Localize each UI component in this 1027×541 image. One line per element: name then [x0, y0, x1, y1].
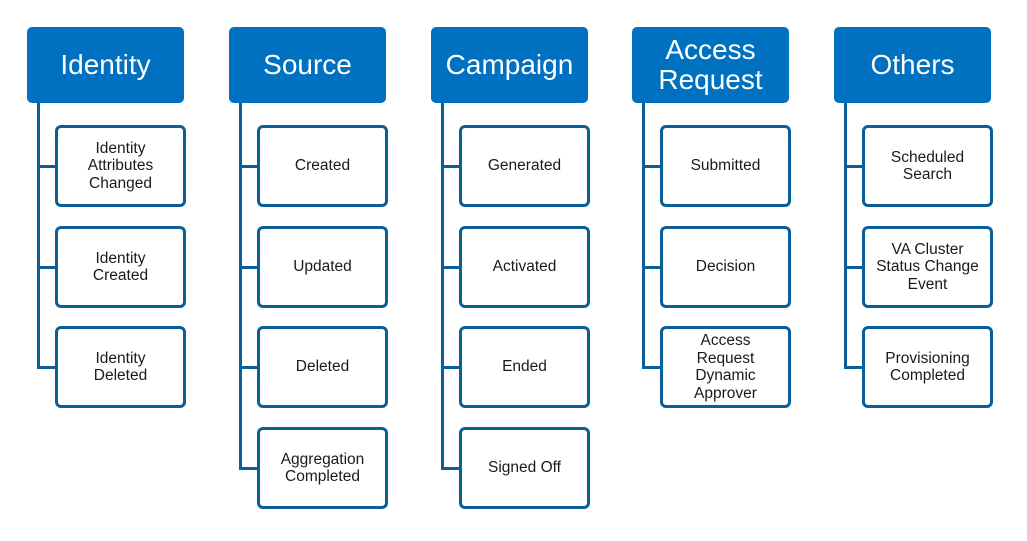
- connector-branch: [239, 165, 257, 168]
- column-others: Others Scheduled Search VA Cluster Statu…: [834, 0, 1004, 541]
- connector-branch: [844, 266, 862, 269]
- connector-branch: [642, 266, 660, 269]
- header-access-request: Access Request: [632, 27, 789, 103]
- connector-branch: [37, 165, 55, 168]
- node-others-provisioning-completed: Provisioning Completed: [862, 326, 993, 408]
- column-identity: Identity Identity Attributes Changed Ide…: [27, 0, 197, 541]
- connector-branch: [37, 266, 55, 269]
- connector-branch: [37, 366, 55, 369]
- node-campaign-generated: Generated: [459, 125, 590, 207]
- connector-branch: [844, 165, 862, 168]
- connector-branch: [441, 165, 459, 168]
- node-source-created: Created: [257, 125, 388, 207]
- node-identity-attributes-changed: Identity Attributes Changed: [55, 125, 186, 207]
- connector-spine: [37, 103, 40, 368]
- connector-spine: [642, 103, 645, 368]
- node-source-deleted: Deleted: [257, 326, 388, 408]
- node-others-scheduled-search: Scheduled Search: [862, 125, 993, 207]
- column-access-request: Access Request Submitted Decision Access…: [632, 0, 802, 541]
- connector-branch: [239, 366, 257, 369]
- header-identity: Identity: [27, 27, 184, 103]
- connector-branch: [239, 467, 257, 470]
- connector-branch: [441, 467, 459, 470]
- node-access-request-decision: Decision: [660, 226, 791, 308]
- connector-spine: [239, 103, 242, 469]
- node-access-request-dynamic-approver: Access Request Dynamic Approver: [660, 326, 791, 408]
- connector-branch: [642, 165, 660, 168]
- column-source: Source Created Updated Deleted Aggregati…: [229, 0, 399, 541]
- connector-spine: [441, 103, 444, 469]
- node-identity-deleted: Identity Deleted: [55, 326, 186, 408]
- header-source: Source: [229, 27, 386, 103]
- node-others-va-cluster-status-change-event: VA Cluster Status Change Event: [862, 226, 993, 308]
- node-access-request-submitted: Submitted: [660, 125, 791, 207]
- node-source-aggregation-completed: Aggregation Completed: [257, 427, 388, 509]
- node-campaign-signed-off: Signed Off: [459, 427, 590, 509]
- node-source-updated: Updated: [257, 226, 388, 308]
- connector-branch: [441, 366, 459, 369]
- node-campaign-ended: Ended: [459, 326, 590, 408]
- header-campaign: Campaign: [431, 27, 588, 103]
- header-others: Others: [834, 27, 991, 103]
- connector-branch: [642, 366, 660, 369]
- column-campaign: Campaign Generated Activated Ended Signe…: [431, 0, 601, 541]
- connector-spine: [844, 103, 847, 368]
- connector-branch: [844, 366, 862, 369]
- connector-branch: [239, 266, 257, 269]
- connector-branch: [441, 266, 459, 269]
- node-campaign-activated: Activated: [459, 226, 590, 308]
- node-identity-created: Identity Created: [55, 226, 186, 308]
